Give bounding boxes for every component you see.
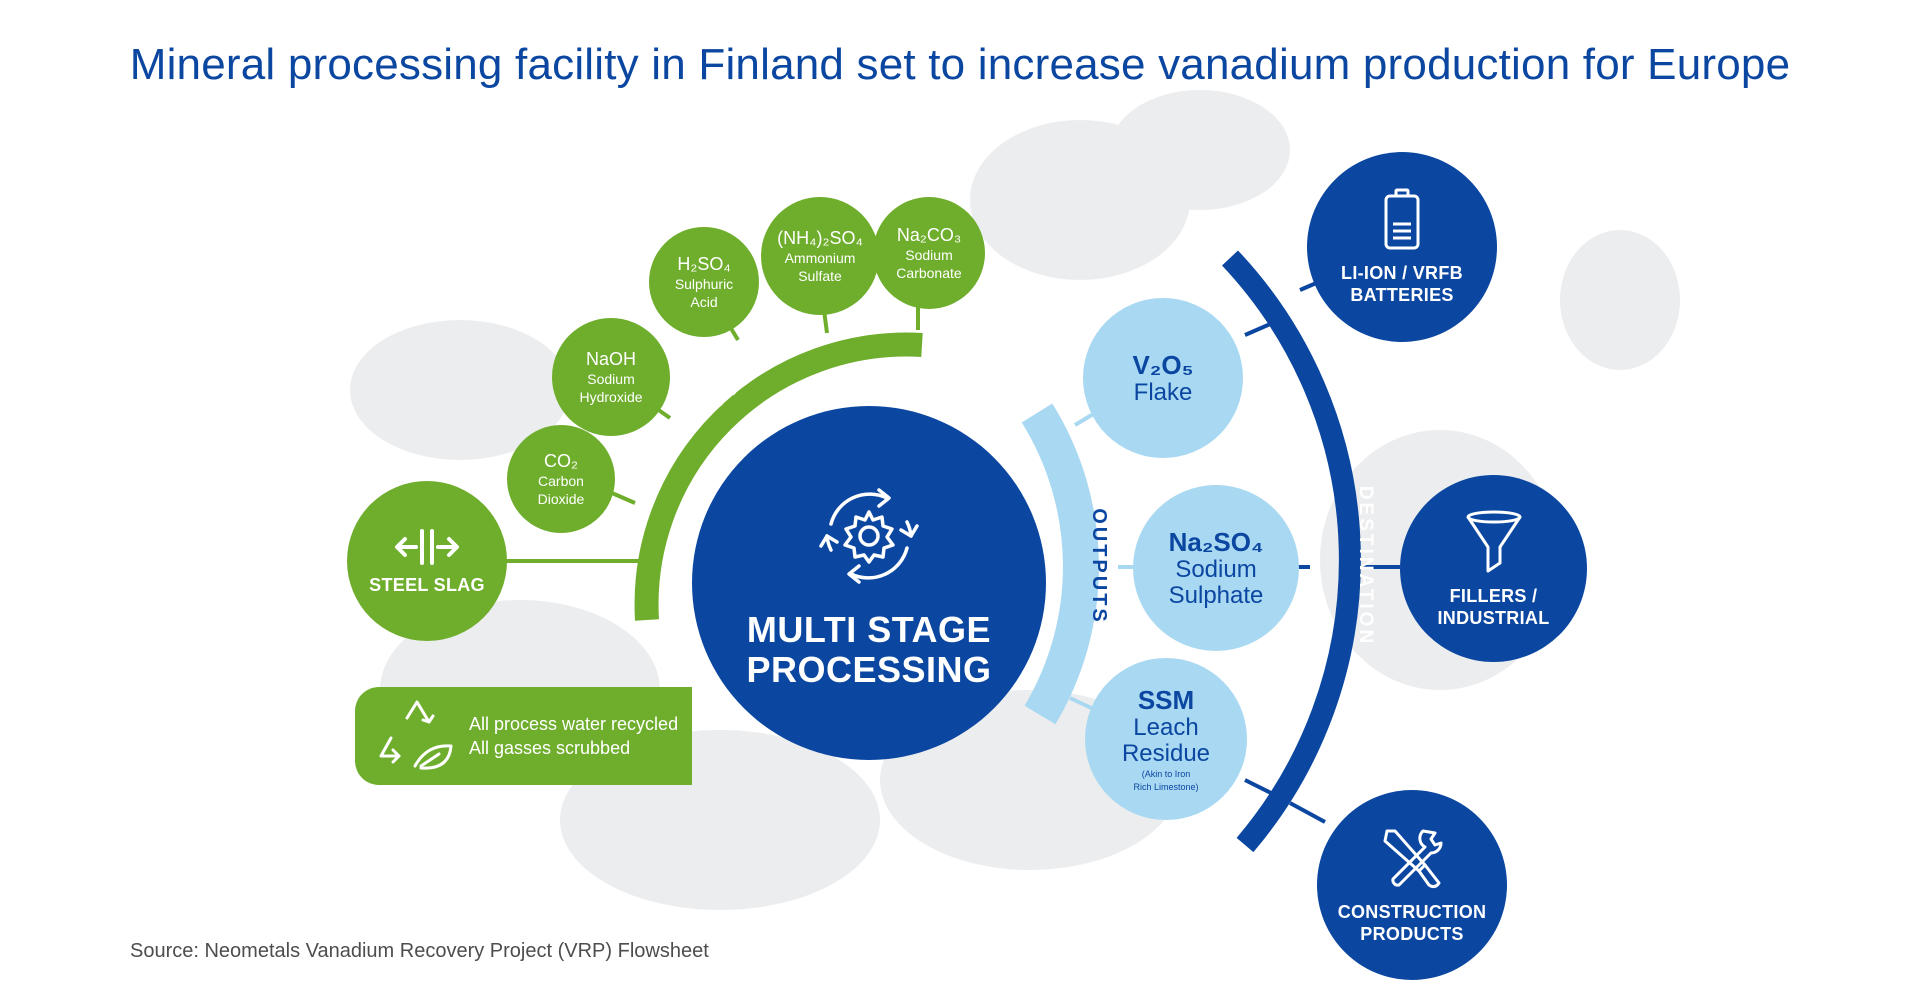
recycle-leaf-icon — [379, 700, 453, 770]
output-note-line1: (Akin to Iron — [1141, 769, 1191, 779]
destination-line1: FILLERS / — [1449, 585, 1538, 606]
input-formula: NaOH — [585, 348, 636, 369]
input-name-line1: Ammonium — [784, 249, 856, 266]
input-node-sodium-carbonate: Na₂CO₃ Sodium Carbonate — [873, 197, 985, 309]
center-line1: MULTI STAGE — [746, 609, 992, 650]
destination-line2: PRODUCTS — [1360, 924, 1464, 944]
outputs-label: OUTPUTS — [1087, 508, 1110, 625]
destination-line2: INDUSTRIAL — [1437, 607, 1550, 628]
gear-cycle-icon — [819, 488, 919, 584]
output-formula: V₂O₅ — [1132, 350, 1194, 380]
output-formula: Na₂SO₄ — [1168, 527, 1264, 557]
page-title: Mineral processing facility in Finland s… — [129, 40, 1791, 89]
input-node-ammonium-sulfate: (NH₄)₂SO₄ Ammonium Sulfate — [761, 197, 879, 315]
output-name-line2: Sulphate — [1168, 582, 1264, 609]
destination-node-construction: CONSTRUCTION PRODUCTS — [1317, 790, 1507, 980]
input-formula: H₂SO₄ — [677, 253, 731, 274]
outputs-arc — [1021, 403, 1099, 725]
funnel-icon — [1466, 510, 1521, 572]
destination-label: DESTINATION — [1355, 485, 1377, 647]
input-formula: (NH₄)₂SO₄ — [777, 227, 863, 248]
input-name-line2: Carbonate — [896, 264, 962, 281]
steel-slag-label: STEEL SLAG — [369, 574, 485, 595]
destination-line1: LI-ION / VRFB — [1341, 263, 1463, 283]
input-name-line1: Sodium — [905, 246, 953, 263]
input-name-line2: Hydroxide — [579, 388, 643, 405]
output-name-line2: Residue — [1121, 740, 1211, 767]
input-formula: Na₂CO₃ — [896, 224, 962, 245]
input-name-line2: Acid — [690, 293, 718, 310]
source-note: Source: Neometals Vanadium Recovery Proj… — [130, 940, 709, 962]
input-name-line2: Sulfate — [798, 267, 842, 284]
destination-line1: CONSTRUCTION — [1337, 902, 1487, 922]
center-line2: PROCESSING — [746, 649, 992, 690]
output-node-ssm-leach-residue: SSM Leach Residue (Akin to Iron Rich Lim… — [1085, 658, 1247, 820]
input-name-line1: Carbon — [538, 472, 584, 489]
battery-icon — [1384, 188, 1420, 250]
output-name-line1: Flake — [1133, 379, 1193, 406]
recycle-line1: All process water recycled — [469, 714, 679, 734]
input-node-co2: CO₂ Carbon Dioxide — [507, 425, 615, 533]
recycle-line2: All gasses scrubbed — [469, 738, 631, 758]
destination-node-fillers: FILLERS / INDUSTRIAL — [1400, 475, 1587, 662]
output-name-line1: Sodium — [1175, 556, 1257, 583]
output-formula: SSM — [1137, 685, 1195, 715]
recycle-banner: All process water recycled All gasses sc… — [355, 687, 692, 785]
output-node-v2o5: V₂O₅ Flake — [1083, 298, 1243, 458]
destination-line2: BATTERIES — [1350, 285, 1454, 305]
input-name-line1: Sulphuric — [674, 275, 734, 292]
output-node-sodium-sulphate: Na₂SO₄ Sodium Sulphate — [1133, 485, 1299, 651]
input-name-line1: Sodium — [587, 370, 635, 387]
destination-arc — [1221, 250, 1361, 853]
output-note-line2: Rich Limestone) — [1133, 782, 1199, 792]
inputs-arc — [634, 332, 923, 621]
input-name-line2: Dioxide — [537, 490, 585, 507]
destination-node-batteries: LI-ION / VRFB BATTERIES — [1307, 152, 1497, 342]
multi-stage-processing-node: MULTI STAGE PROCESSING — [692, 406, 1046, 760]
steel-slag-node: STEEL SLAG — [347, 481, 507, 641]
recycle-text: All process water recycled All gasses sc… — [469, 712, 678, 760]
input-formula: CO₂ — [544, 450, 578, 471]
split-arrows-icon — [395, 528, 459, 565]
input-node-naoh: NaOH Sodium Hydroxide — [552, 318, 670, 436]
input-node-h2so4: H₂SO₄ Sulphuric Acid — [649, 227, 759, 337]
output-name-line1: Leach — [1133, 714, 1199, 741]
tools-icon — [1383, 829, 1443, 889]
